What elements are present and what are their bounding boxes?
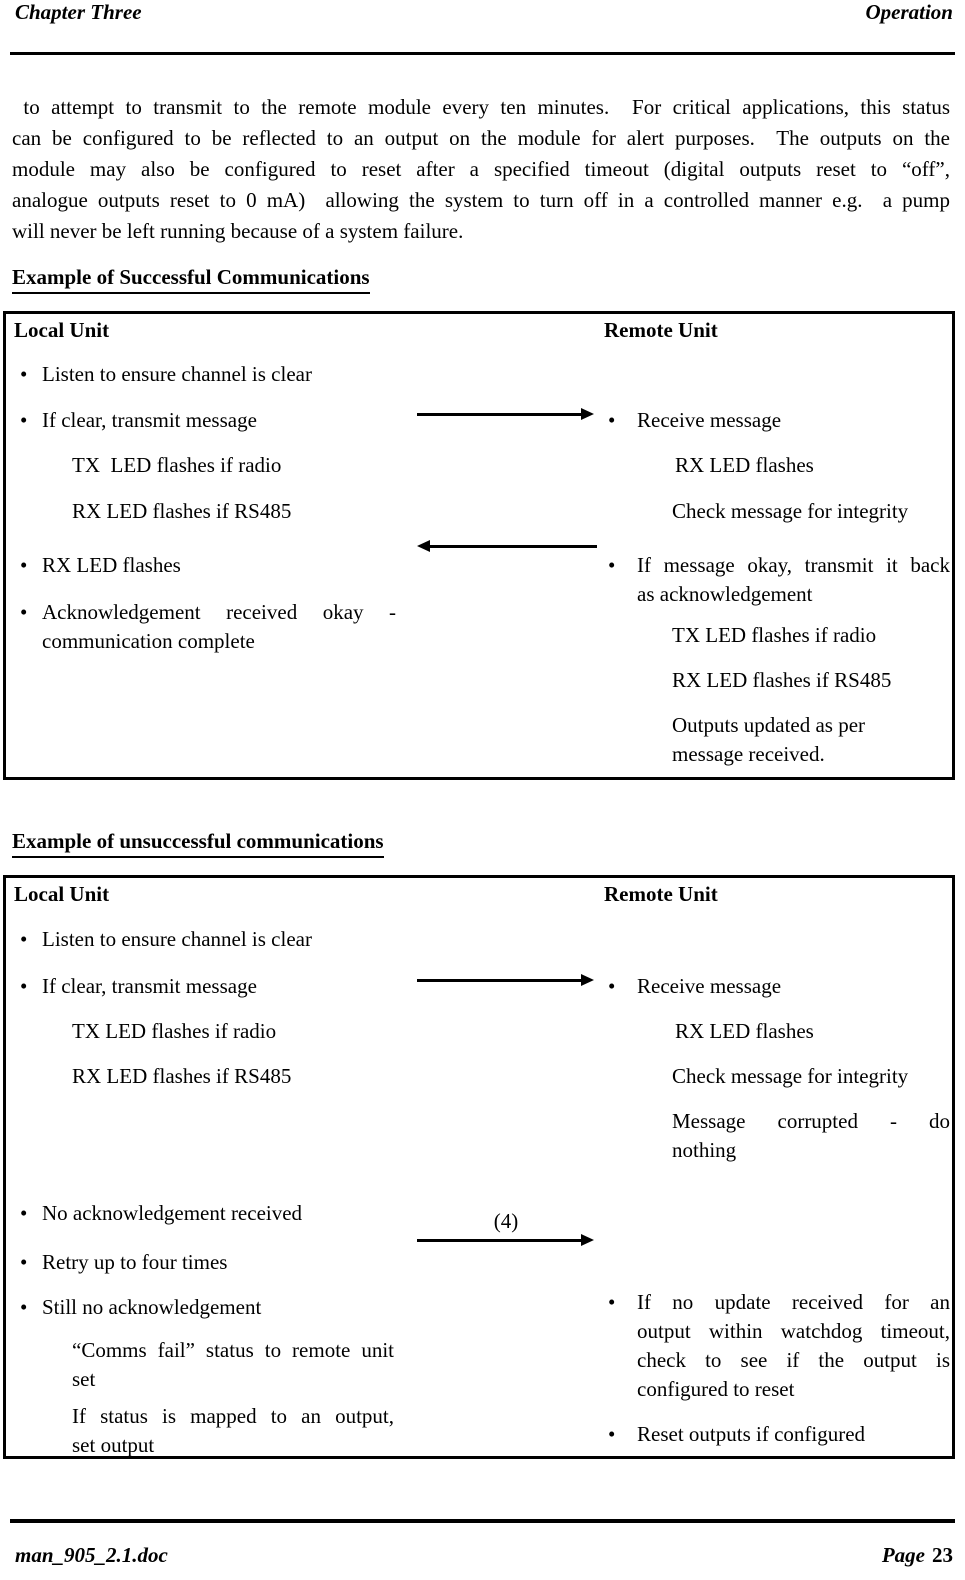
bullet-icon: • [20, 1250, 28, 1274]
local-still-no-ack-item: Still no acknowledgement [42, 1295, 262, 1319]
remote-tx-led-note: TX LED flashes if radio [672, 623, 877, 647]
remote-reset-item: Reset outputs if configured [637, 1422, 866, 1446]
arrow-left-icon [417, 540, 597, 552]
section-heading-successful: Example of Successful Communications [12, 265, 370, 294]
footer-page: Page 23 [882, 1543, 953, 1568]
local-transmit-item: If clear, transmit message [42, 974, 257, 998]
local-no-ack-item: No acknowledgement received [42, 1201, 303, 1225]
local-rx-led-note: RX LED flashes if RS485 [72, 1064, 292, 1088]
arrow-right-icon [417, 408, 594, 420]
bullet-icon: • [20, 1295, 28, 1319]
bullet-icon: • [20, 927, 28, 951]
local-unit-header: Local Unit [14, 882, 110, 906]
remote-rx-flash-note: RX LED flashes [675, 1019, 814, 1043]
section-heading-unsuccessful-text: Example of unsuccessful communications [12, 829, 384, 858]
local-map-output-note: If status is mapped to an output,set out… [72, 1404, 394, 1457]
intro-paragraph: to attempt to transmit to the remote mod… [12, 95, 950, 243]
bullet-icon: • [20, 553, 28, 577]
bullet-icon: • [608, 1290, 616, 1314]
local-tx-led-note: TX LED flashes if radio [72, 453, 282, 477]
remote-receive-item: Receive message [637, 974, 782, 998]
local-unit-header: Local Unit [14, 318, 110, 342]
local-ack-item: Acknowledgement received okay -communica… [42, 600, 396, 653]
footer-filename: man_905_2.1.doc [15, 1543, 168, 1567]
bullet-icon: • [20, 600, 28, 624]
header-chapter-title: Chapter Three [15, 0, 142, 24]
remote-unit-header: Remote Unit [604, 882, 718, 906]
bullet-icon: • [608, 974, 616, 998]
section-heading-unsuccessful: Example of unsuccessful communications [12, 829, 384, 858]
header-rule [10, 52, 955, 55]
successful-communications-box: Local Unit Remote Unit • Listen to ensur… [3, 311, 955, 780]
remote-rx-led-note: RX LED flashes if RS485 [672, 668, 892, 692]
local-listen-item: Listen to ensure channel is clear [42, 362, 312, 386]
bullet-icon: • [20, 362, 28, 386]
remote-check-note: Check message for integrity [672, 499, 909, 523]
unsuccessful-communications-box: Local Unit Remote Unit • Listen to ensur… [3, 875, 955, 1459]
arrow-right-icon [417, 974, 594, 986]
arrow-right-icon [417, 1234, 594, 1246]
bullet-icon: • [608, 553, 616, 577]
bullet-icon: • [20, 1201, 28, 1225]
local-rx-led-note: RX LED flashes if RS485 [72, 499, 292, 523]
header-section-title: Operation [865, 0, 953, 24]
footer-page-number: 23 [932, 1543, 953, 1567]
local-listen-item: Listen to ensure channel is clear [42, 927, 312, 951]
local-tx-led-note: TX LED flashes if radio [72, 1019, 277, 1043]
remote-check-note: Check message for integrity [672, 1064, 909, 1088]
footer-rule [10, 1519, 955, 1523]
retry-count-label: (4) [493, 1209, 519, 1233]
bullet-icon: • [20, 974, 28, 998]
local-transmit-item: If clear, transmit message [42, 408, 257, 432]
remote-rx-flash-note: RX LED flashes [675, 453, 814, 477]
remote-unit-header: Remote Unit [604, 318, 718, 342]
bullet-icon: • [608, 1422, 616, 1446]
footer-page-label: Page [881, 1543, 925, 1567]
local-rx-flash-item: RX LED flashes [42, 553, 181, 577]
local-retry-item: Retry up to four times [42, 1250, 228, 1274]
remote-receive-item: Receive message [637, 408, 782, 432]
bullet-icon: • [20, 408, 28, 432]
bullet-icon: • [608, 408, 616, 432]
section-heading-successful-text: Example of Successful Communications [12, 265, 370, 294]
